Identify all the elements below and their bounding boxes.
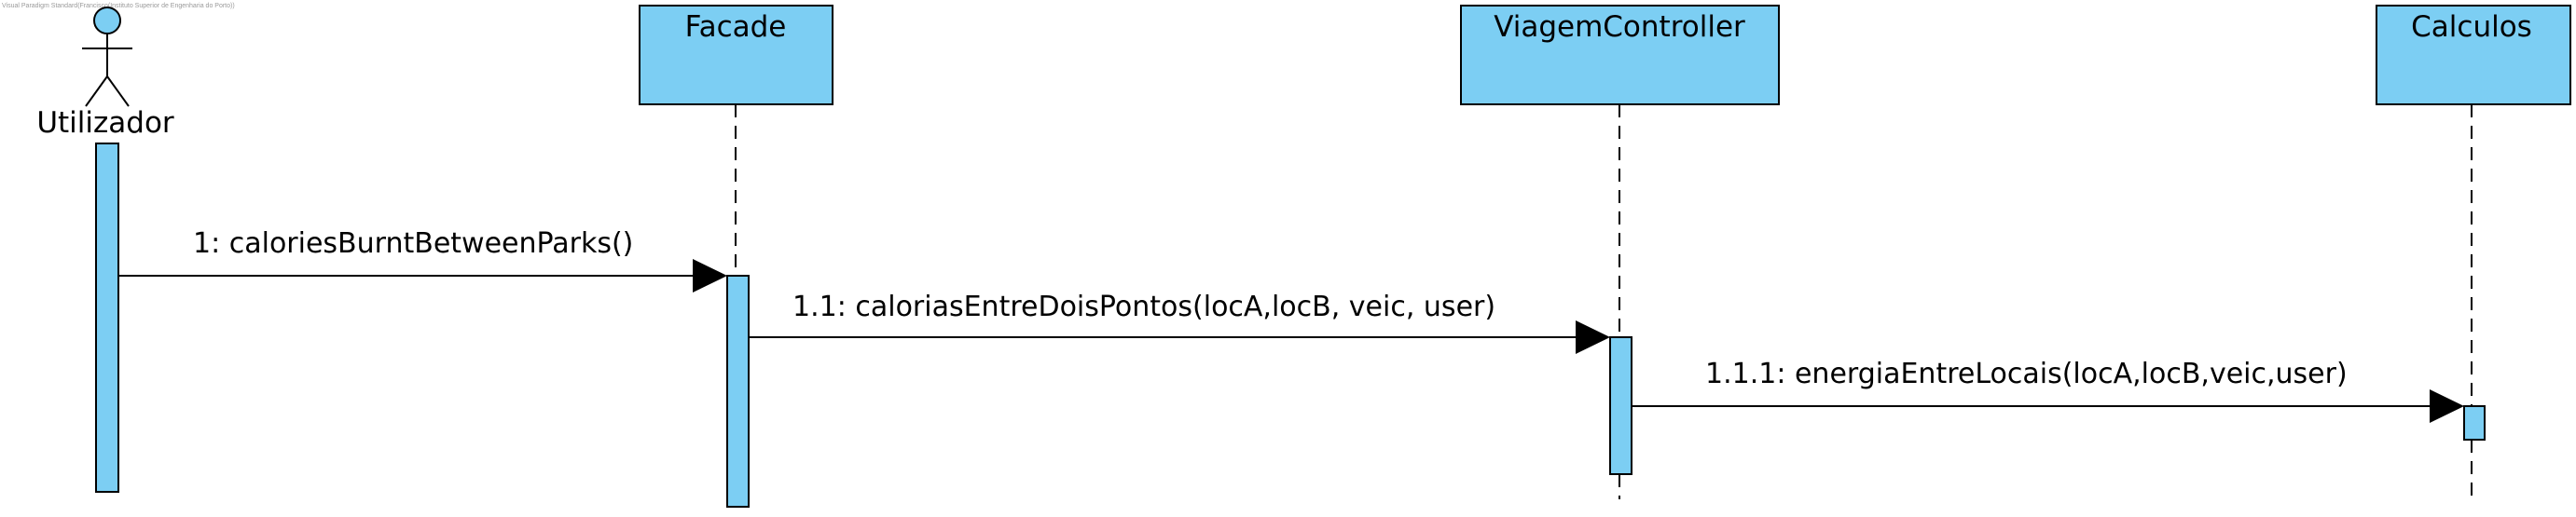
activation-bar-utilizador — [95, 143, 119, 493]
lifeline-calculos[interactable]: Calculos — [2376, 5, 2571, 499]
lifeline-viagemcontroller[interactable]: ViagemController — [1460, 5, 1780, 499]
message-1-label: 1: caloriesBurntBetweenParks() — [193, 227, 633, 260]
lifeline-calculos-label: Calculos — [2411, 10, 2532, 44]
lifeline-facade-label: Facade — [685, 10, 787, 44]
activation-bar-facade — [726, 275, 750, 508]
message-1[interactable]: 1: caloriesBurntBetweenParks() — [118, 227, 727, 293]
message-1-1-1-label: 1.1.1: energiaEntreLocais(locA,locB,veic… — [1705, 358, 2348, 390]
stick-figure-icon — [82, 7, 132, 107]
actor-utilizador[interactable]: Utilizador — [36, 7, 174, 140]
actor-label: Utilizador — [36, 106, 174, 140]
lifeline-viagemcontroller-box — [1460, 5, 1780, 105]
lifeline-facade-box — [639, 5, 833, 105]
lifeline-facade[interactable]: Facade — [639, 5, 833, 276]
activation-bar-calculos — [2463, 405, 2486, 441]
activation-bar-viagemcontroller — [1609, 336, 1632, 475]
message-1-arrowhead-icon — [693, 259, 727, 293]
message-1-1-arrowhead-icon — [1576, 320, 1610, 354]
message-1-1-label: 1.1: caloriasEntreDoisPontos(locA,locB, … — [792, 291, 1495, 323]
message-1-1-1-arrowhead-icon — [2430, 389, 2464, 423]
message-1-1[interactable]: 1.1: caloriasEntreDoisPontos(locA,locB, … — [749, 291, 1610, 354]
watermark-text: Visual Paradigm Standard(Francisco(Insti… — [2, 3, 235, 9]
lifeline-viagemcontroller-label: ViagemController — [1494, 10, 1745, 44]
lifeline-calculos-box — [2376, 5, 2571, 105]
message-1-1-1[interactable]: 1.1.1: energiaEntreLocais(locA,locB,veic… — [1632, 358, 2464, 423]
